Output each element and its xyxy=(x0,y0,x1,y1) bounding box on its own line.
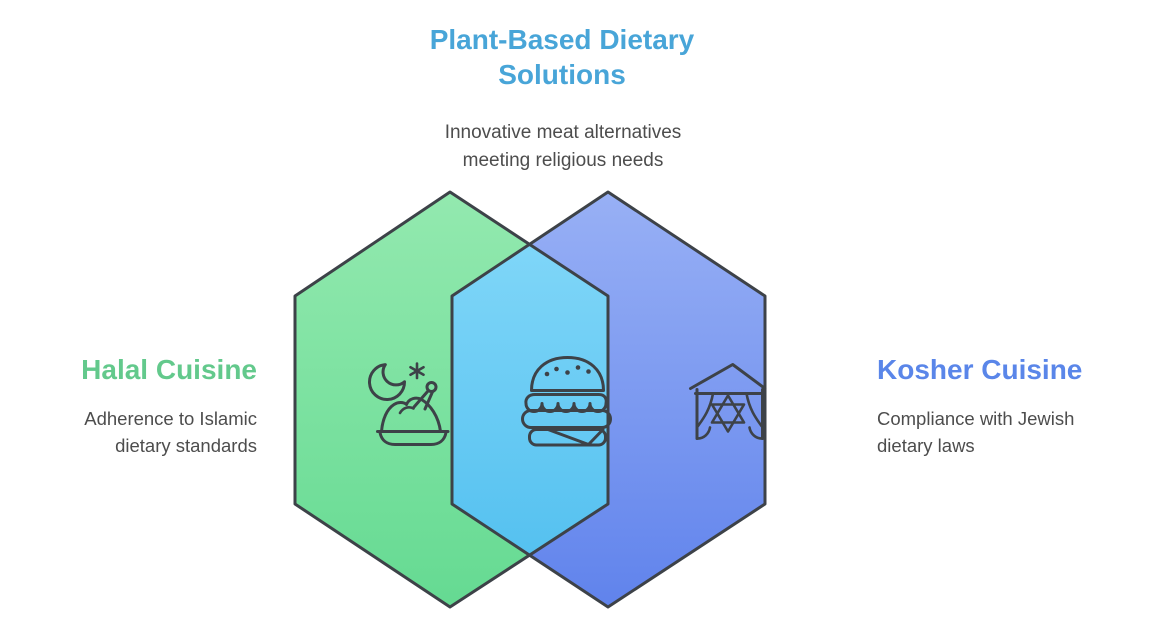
page-title: Plant-Based Dietary Solutions xyxy=(429,24,695,90)
page-subtitle: Innovative meat alternatives meeting rel… xyxy=(444,122,682,171)
kosher-description: Compliance with Jewish dietary laws xyxy=(877,408,1075,456)
kosher-heading: Kosher Cuisine xyxy=(877,354,1083,385)
burger-icon xyxy=(521,356,612,447)
chuppah-star-of-david-icon xyxy=(689,363,767,440)
halal-hexagon-outline xyxy=(293,190,610,609)
halal-description: Adherence to Islamic dietary standards xyxy=(84,408,257,456)
star-of-david-icon xyxy=(710,394,746,433)
overlap-hexagon xyxy=(452,244,608,555)
halal-heading: Halal Cuisine xyxy=(81,354,257,385)
crescent-moon-star-icon xyxy=(368,362,450,446)
kosher-hexagon-outline xyxy=(450,190,767,609)
star-sparkle-icon xyxy=(409,362,425,380)
